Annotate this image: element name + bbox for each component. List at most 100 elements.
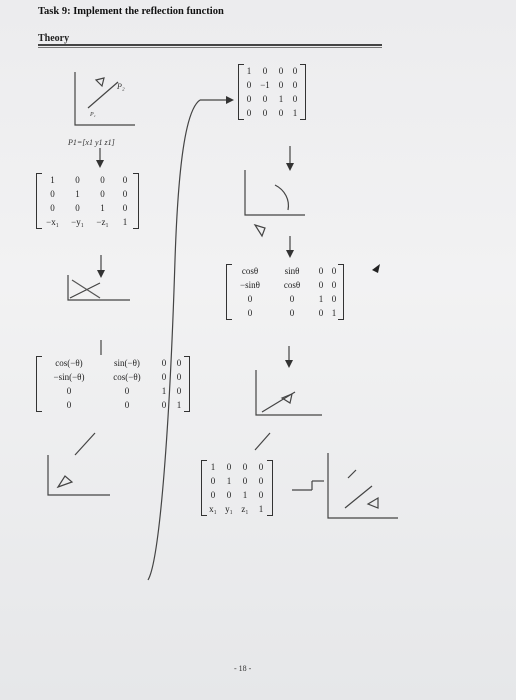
p1-caption: P1=[x1 y1 z1] <box>68 138 115 147</box>
axes-final <box>327 453 398 519</box>
matrix-cell: sin(−θ) <box>114 358 140 368</box>
matrix-cell: 0 <box>262 66 268 76</box>
matrix-cell: cosθ <box>283 280 301 290</box>
matrix-cell: 1 <box>122 217 128 227</box>
matrix-cell: −sin(−θ) <box>53 372 85 382</box>
matrix-cell: 0 <box>161 400 167 410</box>
matrix-cell: −z₁ <box>96 217 109 227</box>
matrix-cell: 0 <box>100 175 105 185</box>
matrix-cell: 0 <box>289 294 295 304</box>
section-heading: Theory <box>38 33 70 44</box>
matrix-cell: 1 <box>226 476 232 486</box>
matrix-cell: 1 <box>176 400 182 410</box>
matrix-cell: x₁ <box>209 504 217 514</box>
matrix-cell: 0 <box>292 94 298 104</box>
matrix-cell: 0 <box>292 80 298 90</box>
matrix-cell: cos(−θ) <box>113 372 141 382</box>
page-number: - 18 - <box>234 664 252 673</box>
matrix-cell: 0 <box>210 476 216 486</box>
matrix-cell: 1 <box>161 386 167 396</box>
matrix-cell: cosθ <box>241 266 259 276</box>
flow-curve <box>147 99 201 581</box>
matrix-cell: 0 <box>226 462 232 472</box>
matrix-cell: 0 <box>50 189 55 199</box>
matrix-cell: 0 <box>262 108 268 118</box>
matrix-cell: 0 <box>176 372 182 382</box>
matrix-cell: 0 <box>331 280 337 290</box>
matrix-cell: 0 <box>122 189 128 199</box>
matrix-cell: 0 <box>289 308 295 318</box>
axes-rotated <box>47 455 110 496</box>
matrix-cell: 0 <box>50 203 55 213</box>
matrix-cell: 0 <box>242 476 248 486</box>
matrix-cell: 0 <box>75 203 80 213</box>
matrix-cell: 0 <box>161 358 167 368</box>
matrix-cell: 0 <box>278 66 284 76</box>
matrix-cell: 0 <box>242 462 248 472</box>
matrix-cell: 0 <box>247 294 253 304</box>
matrix-cell: 0 <box>226 490 232 500</box>
task-title: Task 9: Implement the reflection functio… <box>38 6 224 17</box>
matrix-cell: 0 <box>176 386 182 396</box>
matrix-cell: 0 <box>176 358 182 368</box>
matrix-cell: 1 <box>292 108 298 118</box>
matrix-cell: 1 <box>318 294 324 304</box>
matrix-cell: 1 <box>278 94 284 104</box>
matrix-cell: 0 <box>331 294 337 304</box>
matrix-cell: 0 <box>124 400 130 410</box>
matrix-cell: 0 <box>262 94 268 104</box>
matrix-cell: 0 <box>331 266 337 276</box>
matrix-cell: 0 <box>66 400 72 410</box>
matrix-cell: −sinθ <box>240 280 260 290</box>
heading-rule <box>38 44 382 46</box>
matrix-cell: 0 <box>161 372 167 382</box>
matrix-cell: −y₁ <box>71 217 84 227</box>
matrix-cell: 1 <box>246 66 252 76</box>
matrix-cell: 1 <box>50 175 55 185</box>
matrix-cell: 1 <box>210 462 216 472</box>
matrix-cell: 0 <box>246 94 252 104</box>
matrix-cell: 0 <box>66 386 72 396</box>
heading-rule-thin <box>38 47 382 48</box>
matrix-cell: 0 <box>210 490 216 500</box>
matrix-cell: 1 <box>258 504 264 514</box>
matrix-cell: 0 <box>246 108 252 118</box>
label-p1: P₁ <box>90 112 96 118</box>
line-initial <box>87 81 119 109</box>
matrix-cell: 0 <box>278 108 284 118</box>
matrix-cell: 0 <box>258 490 264 500</box>
matrix-cell: −1 <box>260 80 270 90</box>
matrix-cell: 1 <box>100 203 105 213</box>
axes-initial <box>74 72 135 126</box>
matrix-cell: 1 <box>331 308 337 318</box>
matrix-cell: cos(−θ) <box>55 358 83 368</box>
axes-rotated-back <box>255 370 322 416</box>
label-p2: P₂ <box>117 82 125 91</box>
matrix-cell: sinθ <box>284 266 300 276</box>
axes-translated <box>67 275 130 301</box>
matrix-cell: 0 <box>278 80 284 90</box>
matrix-cell: 0 <box>122 175 128 185</box>
matrix-cell: 0 <box>258 476 264 486</box>
pointer-icon <box>372 264 380 273</box>
